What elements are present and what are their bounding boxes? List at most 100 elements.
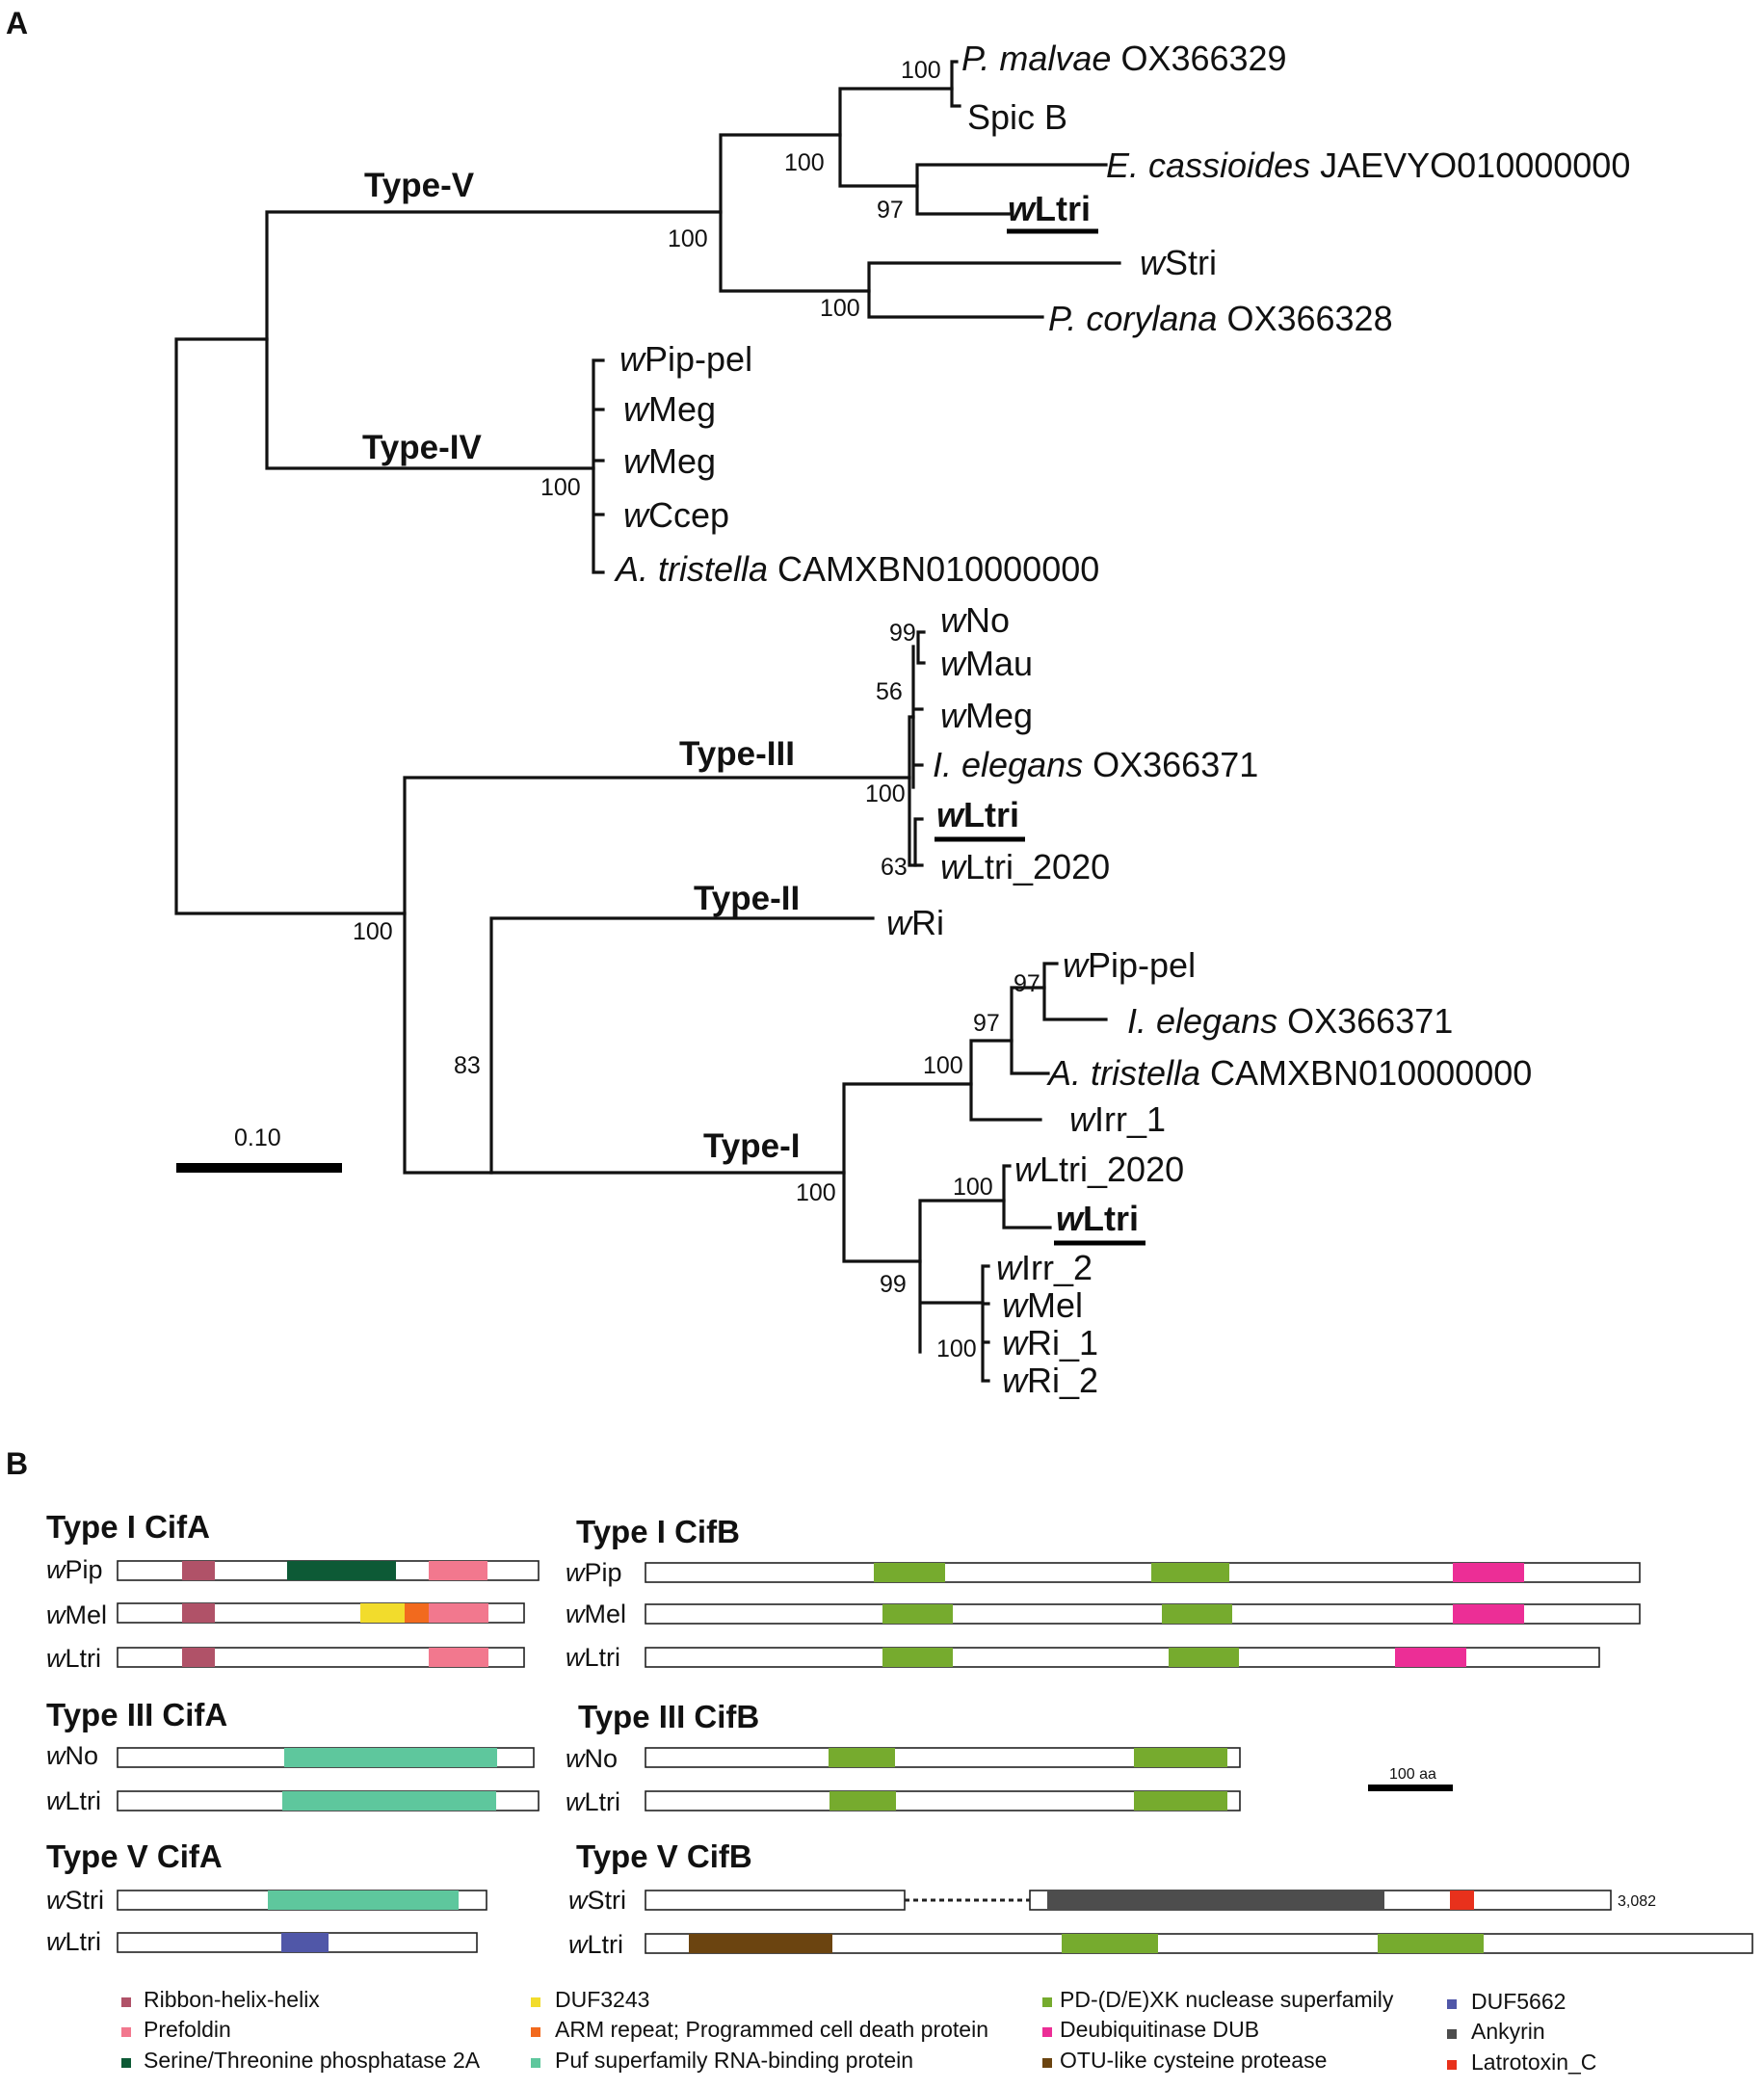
legend-label: Deubiquitinase DUB xyxy=(1060,2017,1259,2042)
tip-label: wPip-pel xyxy=(1063,945,1196,985)
section-title-type5-cifb: Type V CifB xyxy=(576,1838,752,1874)
tree-branch xyxy=(1010,986,1050,1075)
bootstrap-value: 83 xyxy=(454,1052,481,1079)
tree-branch xyxy=(913,817,924,867)
bootstrap-value: 100 xyxy=(540,474,581,501)
legend-swatch xyxy=(1447,2029,1457,2039)
legend-label: OTU-like cysteine protease xyxy=(1060,2048,1327,2073)
section-title-type1-cifa: Type I CifA xyxy=(46,1509,210,1545)
domain-pd-dexk-nuclease xyxy=(829,1748,895,1767)
tip-label: wRi_2 xyxy=(1002,1361,1098,1400)
tree-branch xyxy=(1002,1164,1052,1230)
domain-pd-dexk-nuclease xyxy=(1062,1934,1158,1953)
domain-pd-dexk-nuclease xyxy=(874,1563,945,1582)
legend-swatch xyxy=(121,2058,131,2068)
tip-label-highlighted: wLtri xyxy=(936,795,1019,834)
tip-label: wMel xyxy=(1002,1285,1083,1325)
domain-prefoldin xyxy=(429,1648,488,1667)
strain-label: wNo xyxy=(46,1741,98,1770)
bootstrap-value: 100 xyxy=(865,780,906,807)
bootstrap-value: 100 xyxy=(796,1179,836,1206)
bootstrap-value: 63 xyxy=(881,854,908,881)
bootstrap-value: 99 xyxy=(880,1271,907,1298)
type-label-i: Type-I xyxy=(703,1127,800,1165)
strain-label: wStri xyxy=(46,1886,104,1915)
domain-duf5662 xyxy=(281,1933,329,1952)
domain-ribbon-helix-helix xyxy=(182,1603,215,1623)
legend-label: Latrotoxin_C xyxy=(1471,2049,1596,2075)
tip-label: wLtri_2020 xyxy=(940,847,1110,886)
phylogenetic-tree: Type-V Type-IV Type-III Type-II Type-I P… xyxy=(174,39,1630,1400)
tree-branch xyxy=(489,916,875,1175)
tip-label: wRi_1 xyxy=(1002,1323,1098,1362)
domain-scale-label: 100 aa xyxy=(1389,1766,1436,1783)
tip-label-highlighted: wLtri xyxy=(1056,1199,1139,1238)
legend-label: DUF5662 xyxy=(1471,1989,1566,2014)
legend-label: Ribbon-helix-helix xyxy=(144,1987,320,2012)
panel-label-b: B xyxy=(6,1446,28,1481)
domain-ribbon-helix-helix xyxy=(182,1648,215,1667)
legend-swatch xyxy=(1042,2058,1052,2068)
tree-branch xyxy=(915,163,1108,216)
type-label-v: Type-V xyxy=(364,167,475,204)
type-label-ii: Type-II xyxy=(694,880,800,917)
strain-label: wMel xyxy=(46,1600,107,1629)
legend-swatch xyxy=(1042,1997,1052,2007)
domain-otu-protease xyxy=(689,1934,832,1953)
tree-branch xyxy=(867,261,1121,319)
tree-scale-bar xyxy=(176,1163,342,1173)
domain-pd-dexk-nuclease xyxy=(882,1604,953,1624)
strain-label: wLtri xyxy=(566,1643,620,1672)
tip-label: wStri xyxy=(1140,243,1217,282)
bootstrap-value: 100 xyxy=(353,918,393,945)
tip-label: wMeg xyxy=(940,696,1033,735)
domain-deubiquitinase xyxy=(1453,1604,1524,1624)
strain-label: wLtri xyxy=(46,1644,101,1673)
domain-puf-rna-binding xyxy=(282,1791,496,1811)
strain-label: wNo xyxy=(566,1744,618,1773)
strain-label: wLtri xyxy=(46,1927,101,1956)
tip-label: E. cassioides JAEVYO010000000 xyxy=(1106,145,1630,185)
bootstrap-value: 100 xyxy=(923,1052,963,1079)
tip-label-highlighted: wLtri xyxy=(1008,189,1091,228)
strain-label: wLtri xyxy=(568,1930,623,1959)
domain-prefoldin xyxy=(429,1603,488,1623)
domain-deubiquitinase xyxy=(1453,1563,1524,1582)
tree-branch xyxy=(918,1199,1006,1354)
tip-label: wRi xyxy=(886,903,944,942)
protein-bar xyxy=(645,1890,906,1911)
tree-branch xyxy=(916,630,926,665)
domain-pd-dexk-nuclease xyxy=(1151,1563,1229,1582)
legend-swatch xyxy=(531,2058,540,2068)
bootstrap-value: 99 xyxy=(889,620,916,647)
tip-label: I. elegans OX366371 xyxy=(933,745,1258,784)
domain-puf-rna-binding xyxy=(284,1748,497,1767)
protein-bar xyxy=(117,1647,525,1668)
bootstrap-value: 97 xyxy=(973,1010,1000,1037)
tip-label: wPip-pel xyxy=(619,339,752,379)
domain-deubiquitinase xyxy=(1395,1648,1466,1667)
bootstrap-value: 100 xyxy=(784,149,825,176)
tree-branch xyxy=(592,358,605,574)
type-label-iii: Type-III xyxy=(679,735,795,773)
domain-duf3243 xyxy=(360,1603,405,1623)
bootstrap-value: 56 xyxy=(876,678,903,705)
strain-label: wStri xyxy=(568,1886,626,1915)
tip-label: Spic B xyxy=(967,97,1067,137)
legend-label: ARM repeat; Programmed cell death protei… xyxy=(555,2017,988,2042)
tip-label: P. corylana OX366328 xyxy=(1048,299,1393,338)
legend-swatch xyxy=(1042,2027,1052,2037)
tree-branch xyxy=(174,337,407,915)
legend-label: Prefoldin xyxy=(144,2017,231,2042)
bootstrap-value: 100 xyxy=(820,295,860,322)
bootstrap-value: 100 xyxy=(953,1174,993,1201)
tree-branch xyxy=(981,1264,990,1383)
domain-pd-dexk-nuclease xyxy=(1134,1791,1227,1811)
domain-pd-dexk-nuclease xyxy=(882,1648,953,1667)
tip-label: A. tristella CAMXBN010000000 xyxy=(614,549,1099,589)
legend-swatch xyxy=(121,1997,131,2007)
protein-length-label: 3,082 xyxy=(1618,1893,1656,1910)
legend-swatch xyxy=(1447,2060,1457,2070)
tree-branch xyxy=(911,645,924,789)
